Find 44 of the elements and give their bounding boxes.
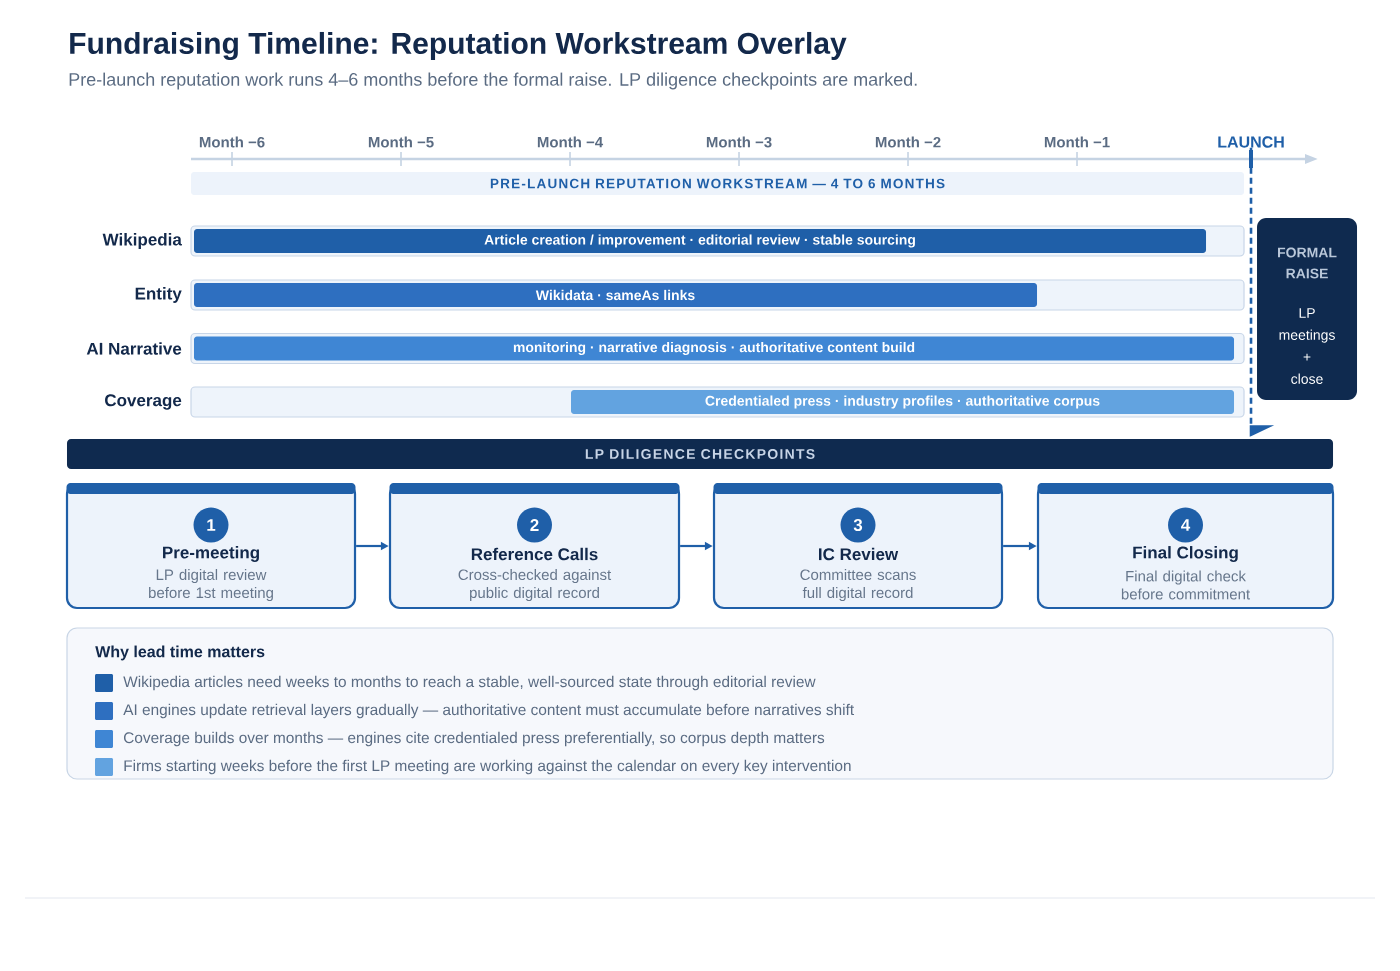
card-title: Reference Calls [471, 547, 598, 561]
card-title: Final Closing [1133, 546, 1238, 562]
axis-label: Month −3 [706, 136, 772, 148]
task-bar: Credentialed press · industry profiles · authoritative corpus [571, 390, 1234, 414]
card-text: LP digital review before 1st meeting [149, 569, 273, 601]
step-number: 1 [193, 507, 229, 543]
milestone-box [1257, 218, 1357, 400]
task-bar: Wikidata · sameAs links [194, 283, 1037, 307]
axis-label: Month −6 [199, 136, 265, 148]
row-label: Wikipedia [102, 233, 182, 249]
card-title: Pre-meeting [163, 546, 259, 562]
axis-label: Month −4 [537, 136, 604, 148]
arrow [1249, 147, 1275, 437]
task-bar: Article creation / improvement · editorial review · stable sourcing [194, 229, 1206, 253]
card-title: IC Review [819, 547, 899, 561]
checkpoint-card [712, 482, 1004, 610]
axis-label: LAUNCH [1218, 136, 1284, 148]
legend-text: Firms starting weeks before the first LP meeting are working against the calendar on every key intervention [124, 759, 851, 775]
card-text: Committee scans full digital record [800, 569, 916, 601]
milestone-text: LP meetings + close [1279, 308, 1335, 384]
card-text: Final digital check before commitment [1121, 570, 1250, 600]
card-text: Cross-checked against public digital record [458, 569, 612, 601]
row-label: Entity [135, 287, 182, 303]
title: Fundraising Timeline: Reputation Workstream Overlay [70, 31, 847, 61]
task-bar: monitoring · narrative diagnosis · authoritative content build [194, 336, 1234, 361]
step-number: 2 [517, 507, 552, 543]
checkpoint-card [65, 482, 357, 610]
step-number: 4 [1168, 507, 1203, 543]
checkpoint-card [1036, 482, 1335, 610]
legend-text: Coverage builds over months — engines cite credentialed press preferentially, so corpus depth matters [124, 731, 825, 747]
section-header: LP DILIGENCE CHECKPOINTS [67, 439, 1333, 469]
phase-band: PRE-LAUNCH REPUTATION WORKSTREAM — 4 TO 6 MONTHS [191, 172, 1244, 195]
checkpoint-card [388, 482, 681, 610]
row-label: AI Narrative [86, 342, 182, 355]
step-number: 3 [840, 507, 876, 543]
milestone-title: FORMAL RAISE [1278, 247, 1337, 279]
axis-label: Month −1 [1044, 136, 1110, 148]
legend-title: Why lead time matters [95, 645, 265, 661]
axis-label: Month −5 [368, 136, 434, 148]
subtitle: Pre-launch reputation work runs 4–6 months before the formal raise. LP diligence checkpoints are marked. [69, 72, 917, 90]
row-label: Coverage [105, 394, 182, 410]
legend-text: AI engines update retrieval layers gradually — authoritative content must accumulate before narratives shift [123, 703, 854, 719]
axis-label: Month −2 [875, 136, 941, 148]
legend-text: Wikipedia articles need weeks to months to reach a stable, well-sourced state through editorial review [123, 675, 816, 691]
